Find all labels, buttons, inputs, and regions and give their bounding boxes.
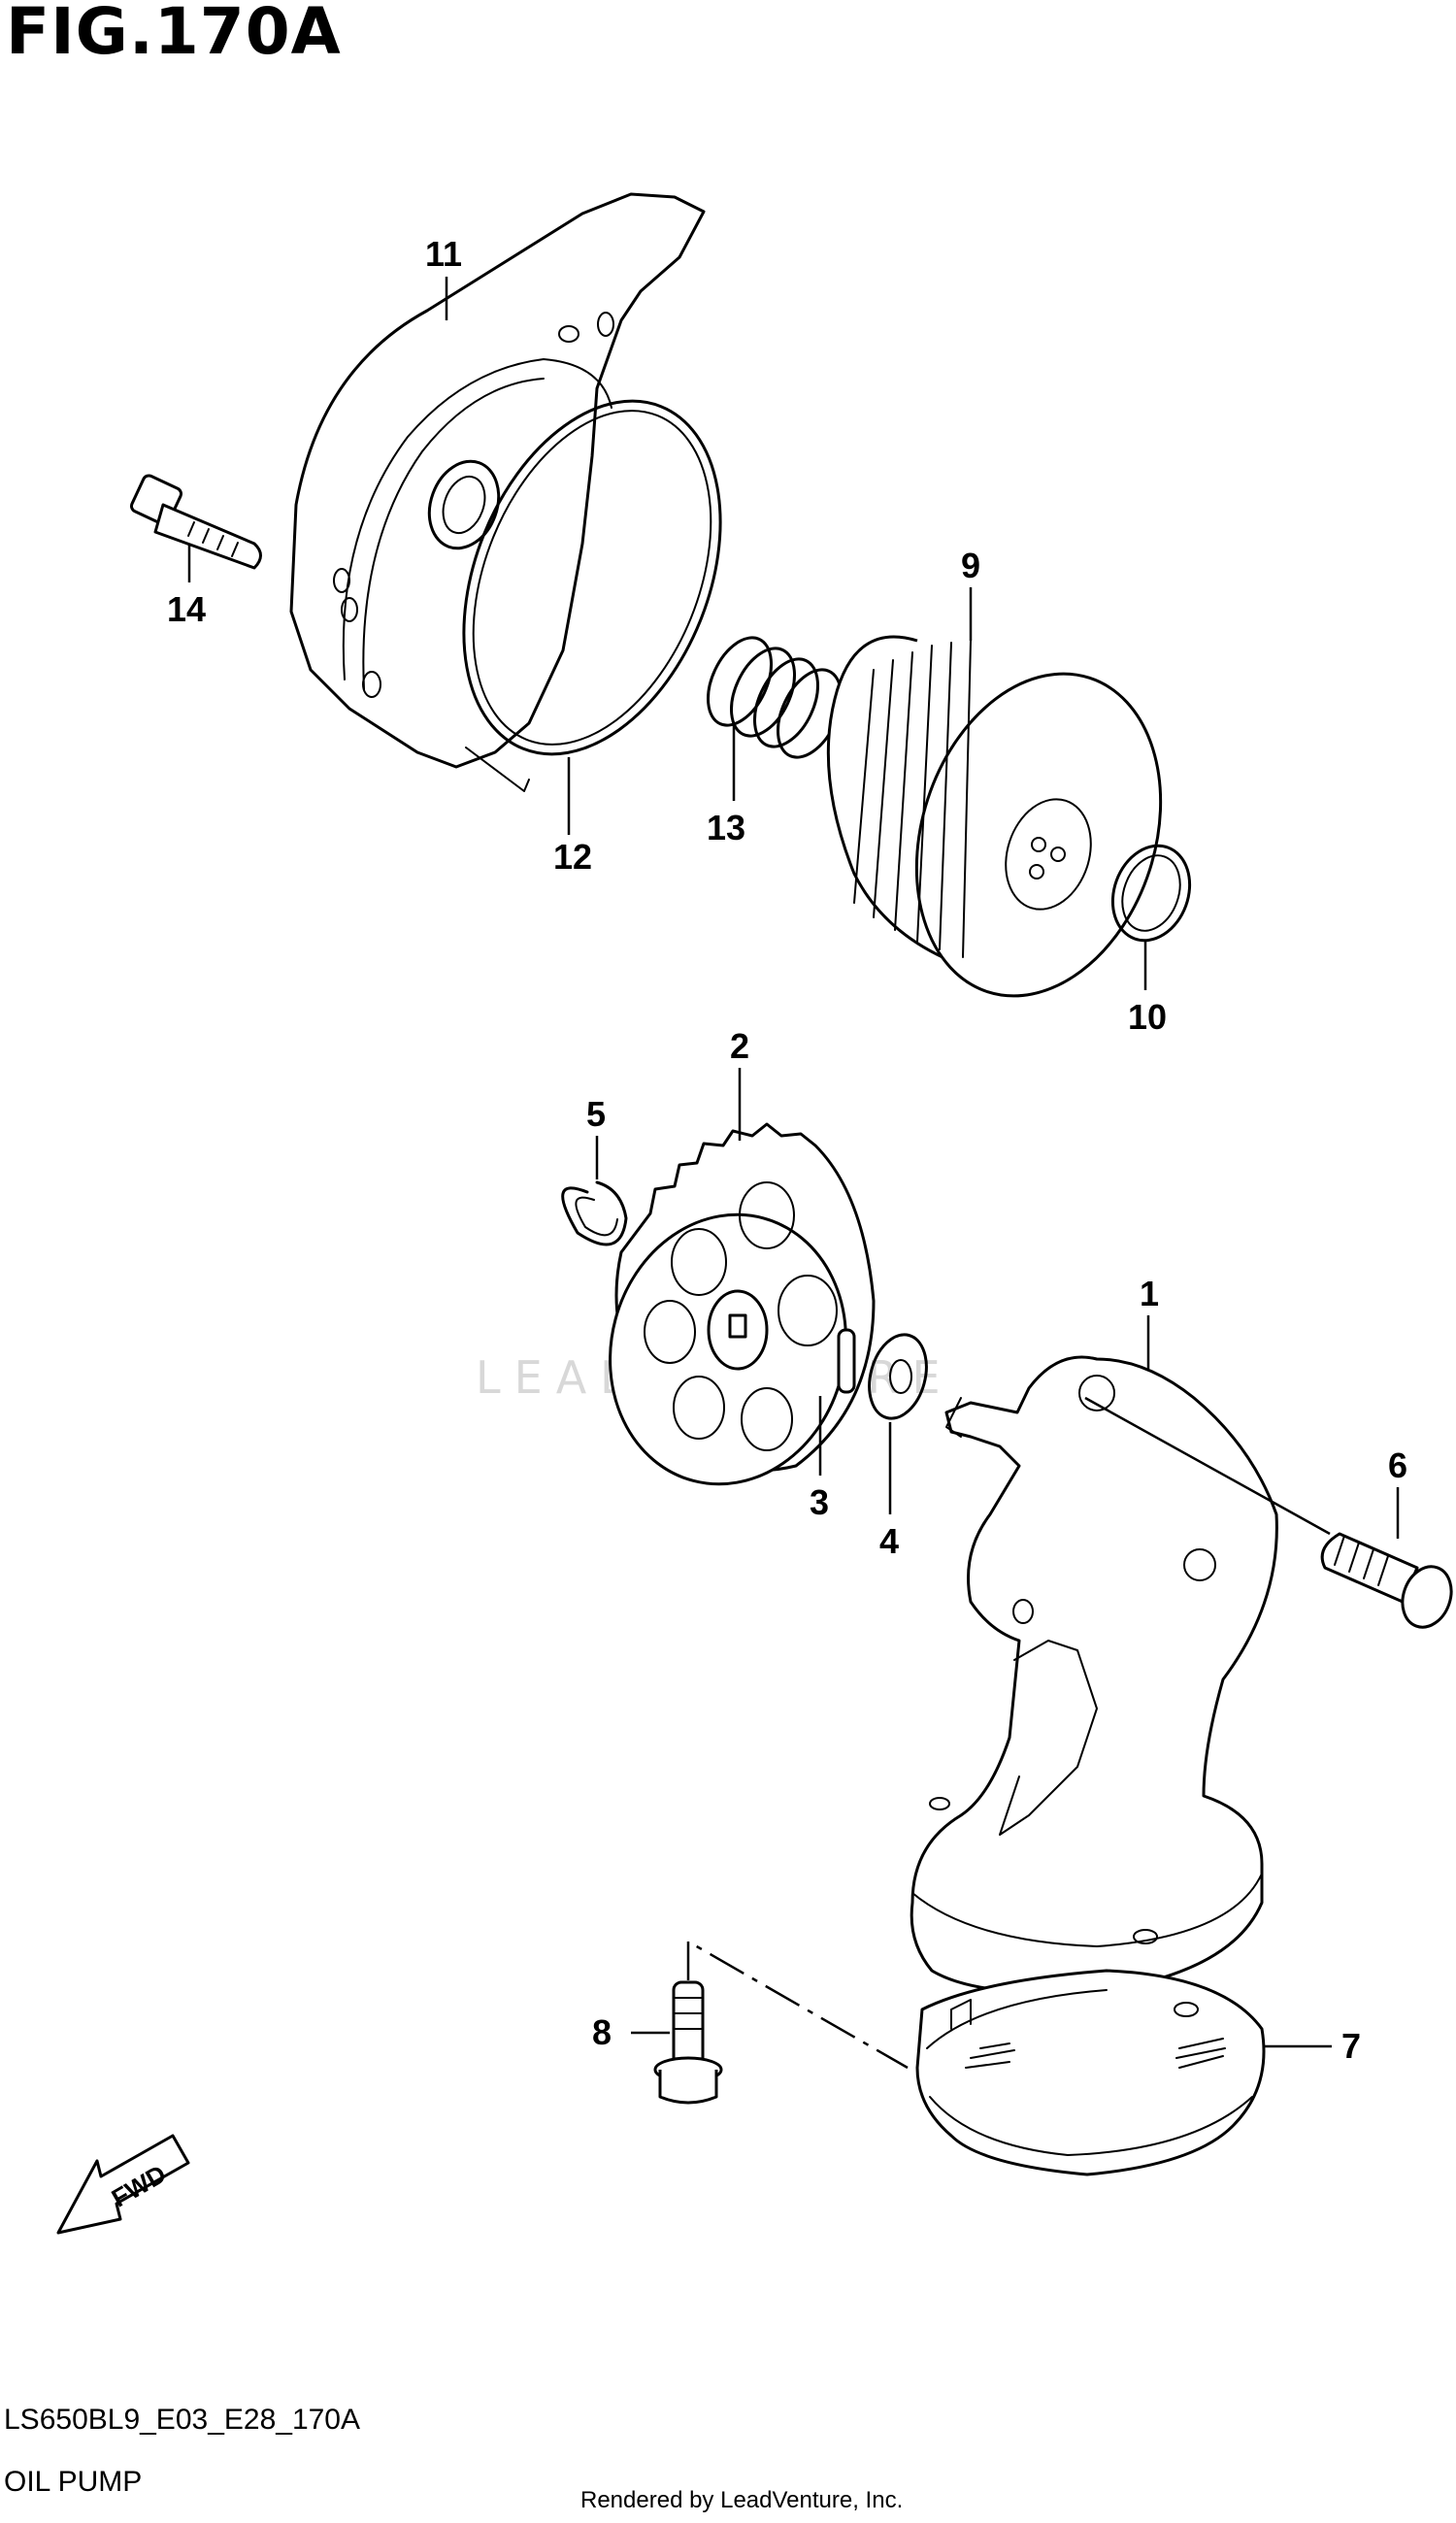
part-2-gear[interactable] [580,1122,876,1510]
callout-8: 8 [592,2012,612,2052]
figure-title: FIG.170A [6,0,342,69]
part-4-washer[interactable] [861,1328,936,1424]
part-5-circlip[interactable] [561,1180,628,1246]
callout-7: 7 [1341,2026,1361,2066]
part-10-o-ring-small[interactable] [1100,835,1203,951]
leader-lines [187,277,1400,2048]
callout-14: 14 [167,589,206,629]
callout-11: 11 [425,234,462,274]
part-1-oil-pump-body[interactable] [910,1355,1278,1994]
part-3-pin[interactable] [837,1328,856,1394]
part-7-strainer[interactable] [915,1969,1266,2176]
render-credit: Rendered by LeadVenture, Inc. [580,2487,904,2513]
diagram-subtitle: OIL PUMP [4,2466,143,2498]
callout-9: 9 [961,546,980,585]
callout-labels: 11 14 12 13 9 10 2 5 1 6 3 4 8 7 [167,234,1407,2066]
callout-12: 12 [553,837,592,877]
callout-3: 3 [810,1482,829,1522]
callout-4: 4 [879,1521,899,1561]
callout-2: 2 [730,1026,749,1066]
callout-6: 6 [1388,1445,1407,1485]
part-12-o-ring[interactable] [415,363,770,792]
part-9-oil-filter[interactable] [826,635,1200,1028]
diagram-code: LS650BL9_E03_E28_170A [4,2404,361,2436]
part-6-bolt[interactable] [1320,1532,1456,1634]
part-11-filter-cover[interactable] [289,192,706,792]
fwd-arrow: FWD [56,2134,190,2235]
callout-10: 10 [1128,997,1167,1037]
callout-5: 5 [586,1094,606,1134]
part-8-bolt[interactable] [653,1980,723,2105]
assembly-lines [686,1396,1331,2070]
callout-13: 13 [707,808,745,847]
part-14-bolt[interactable] [129,474,262,570]
part-13-spring[interactable] [695,628,853,768]
callout-1: 1 [1140,1274,1159,1313]
